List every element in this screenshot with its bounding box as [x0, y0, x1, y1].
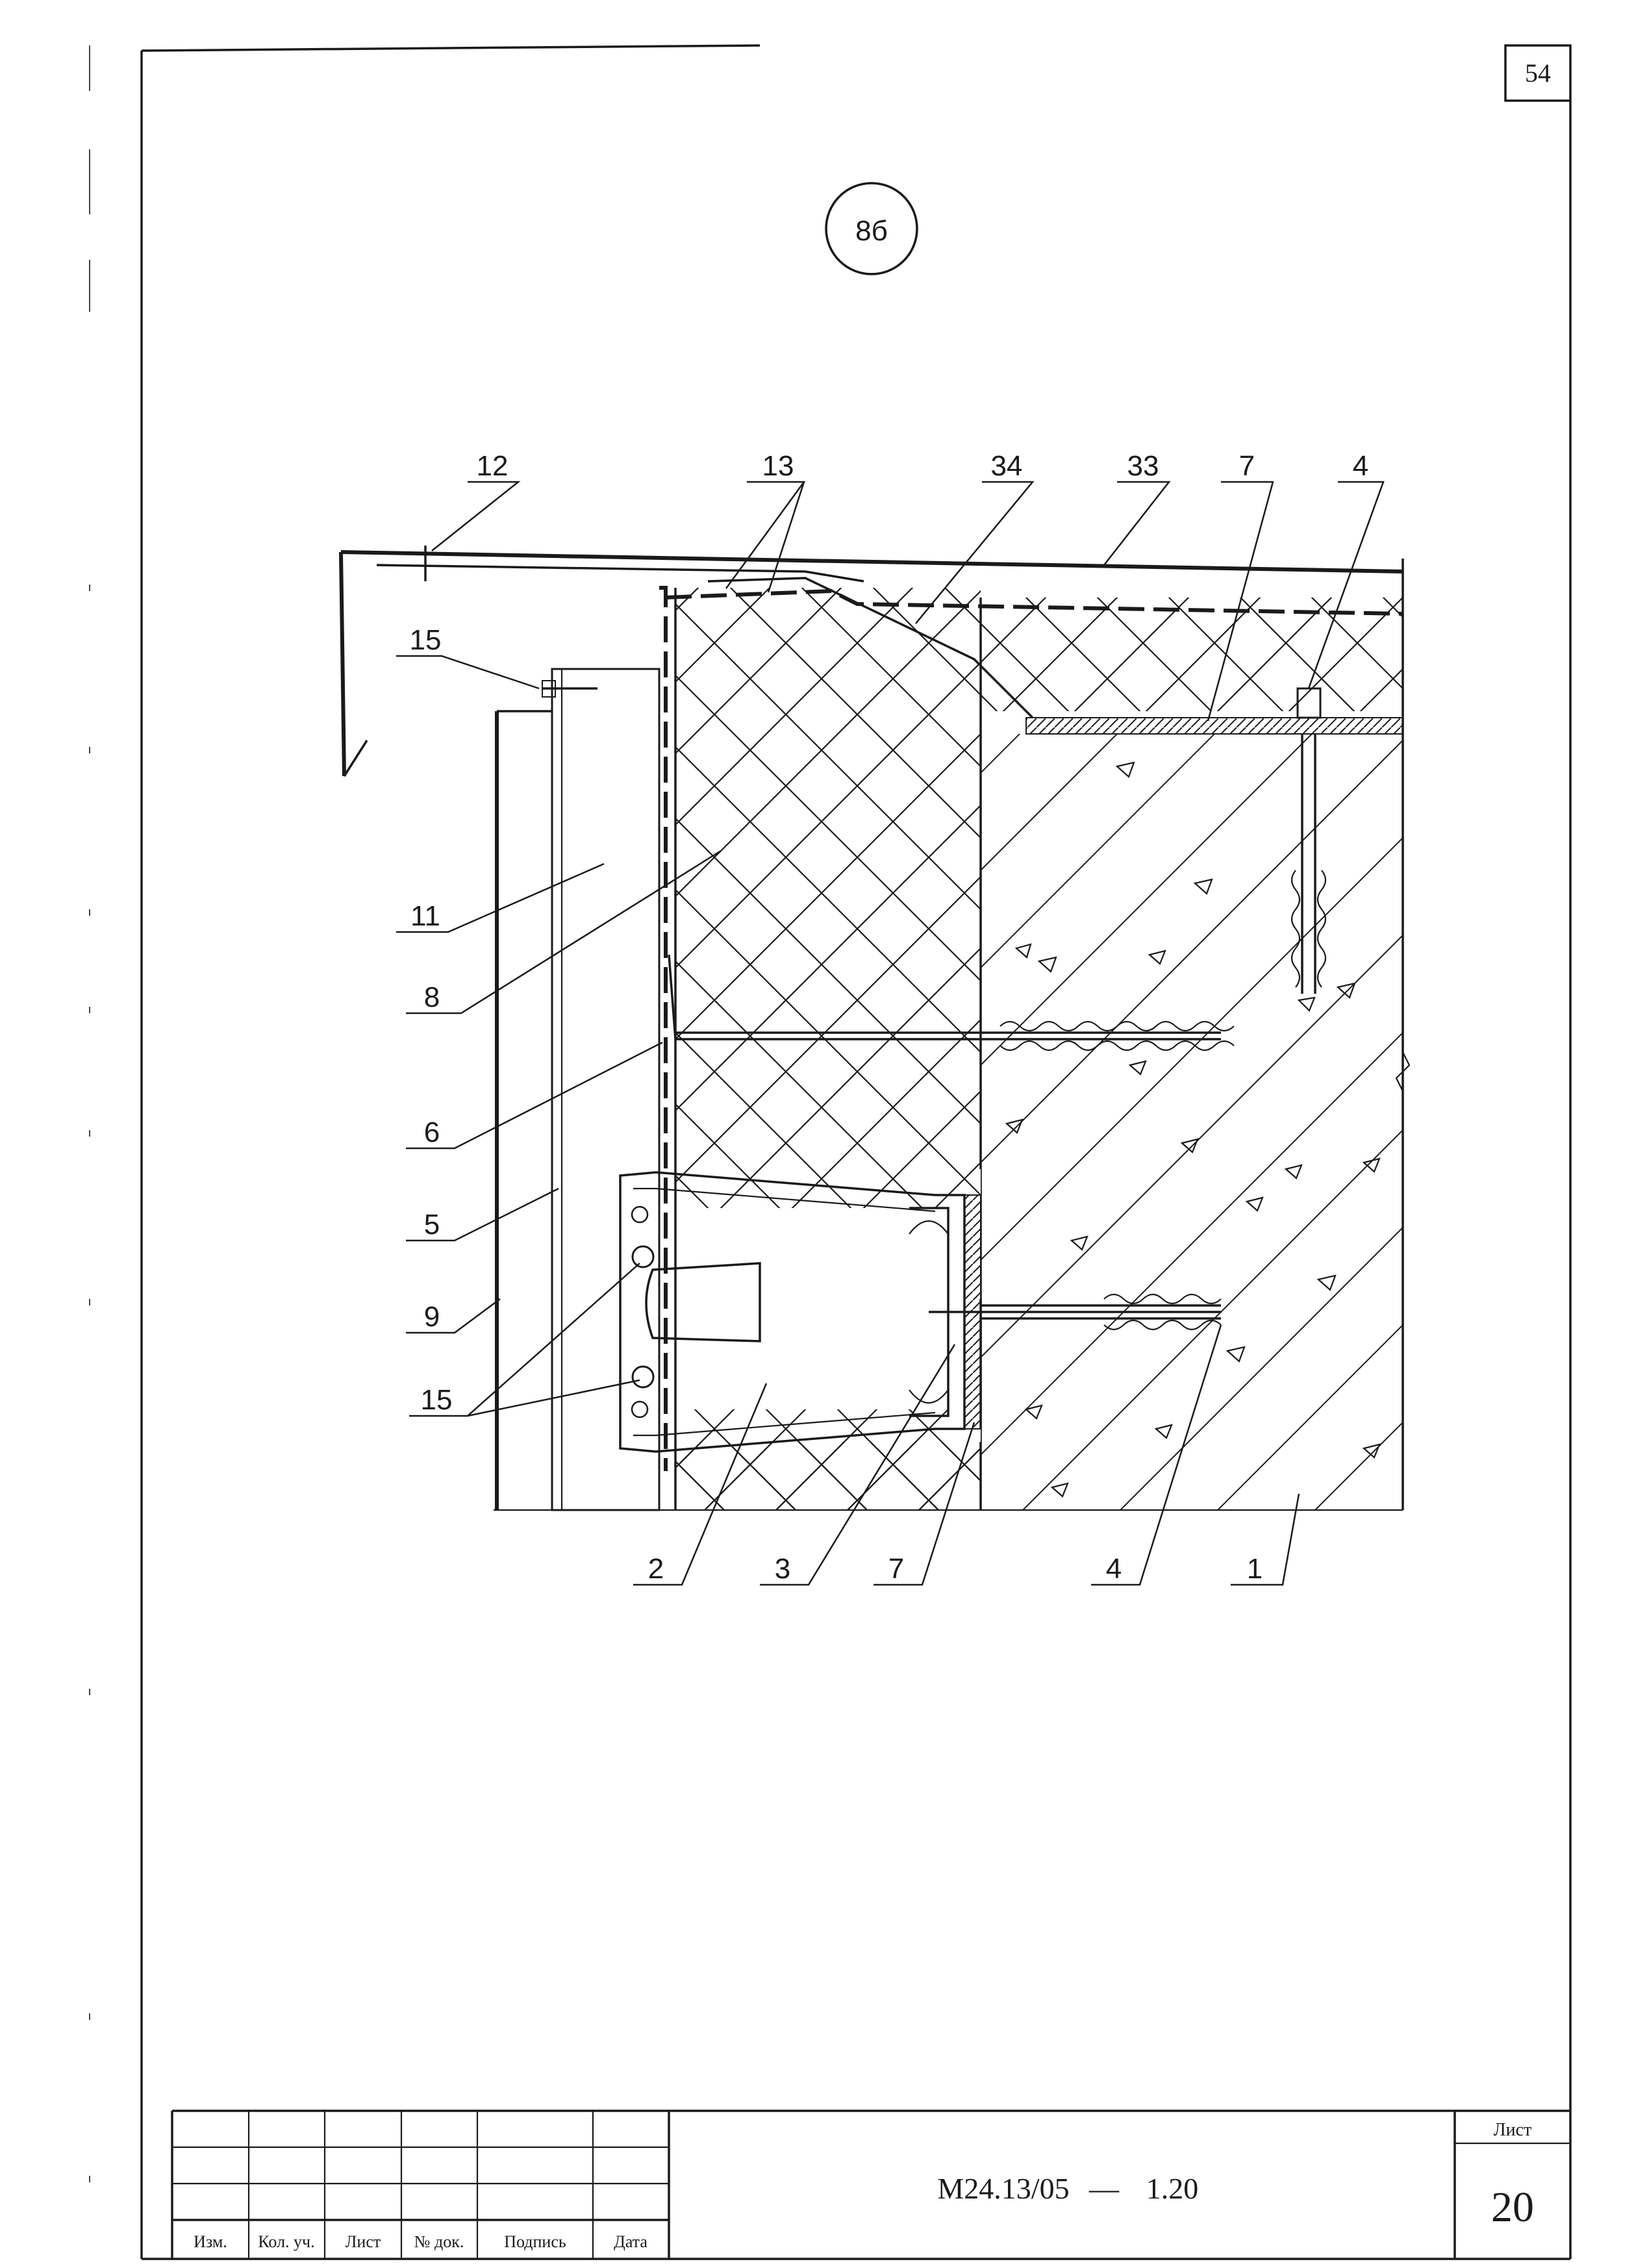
insulation-block-top: [981, 598, 1403, 711]
callout-4-top: 4: [1353, 450, 1368, 482]
sheet-frame: 54: [89, 44, 1572, 2260]
callout-15-bottom: 15: [421, 1384, 453, 1416]
col-kol-uch: Кол. уч.: [258, 2232, 314, 2251]
col-doc-number: № док.: [414, 2232, 464, 2251]
callout-15-top: 15: [410, 624, 442, 656]
callout-33: 33: [1127, 450, 1159, 482]
callout-7-top: 7: [1239, 450, 1255, 482]
callout-4-bottom: 4: [1106, 1553, 1122, 1585]
callout-11: 11: [410, 900, 440, 932]
col-date: Дата: [614, 2232, 647, 2251]
callout-8: 8: [424, 981, 440, 1013]
callout-9: 9: [424, 1301, 440, 1333]
callout-13: 13: [762, 450, 794, 482]
document-subcode: 1.20: [1146, 2172, 1199, 2205]
cladding-panel-11: [551, 668, 660, 1511]
callouts: [396, 481, 1385, 1586]
title-block: Изм. Кол. уч. Лист № док. Подпись Дата М…: [171, 2110, 1570, 2259]
document-code: М24.13/05: [937, 2172, 1069, 2205]
callout-labels: 12 13 34 33 7 4 15 11 8 6 5 9 15 2 3 7 4…: [410, 450, 1369, 1585]
callout-1: 1: [1247, 1553, 1263, 1585]
detail-mark-label: 8б: [855, 215, 888, 247]
steel-strip-top: [1025, 717, 1403, 735]
dowel-6: [668, 954, 1235, 1052]
concrete-aggregate: [1005, 761, 1381, 1498]
callout-3: 3: [775, 1553, 790, 1585]
col-izm: Изм.: [194, 2232, 227, 2251]
col-list: Лист: [346, 2232, 381, 2251]
screw-12: [416, 546, 435, 581]
callout-2: 2: [648, 1553, 664, 1585]
callout-34: 34: [991, 450, 1023, 482]
callout-6: 6: [424, 1116, 440, 1148]
sheet-number: 20: [1491, 2184, 1534, 2231]
callout-5: 5: [424, 1209, 440, 1241]
top-page-number: 54: [1525, 58, 1551, 88]
callout-7-bottom: 7: [888, 1553, 904, 1585]
bracket-2: [619, 1171, 1222, 1453]
document-dash: —: [1088, 2172, 1120, 2205]
dowel-4-top: [1290, 687, 1327, 994]
detail-mark: 8б: [825, 182, 918, 275]
concrete-wall: [981, 734, 1403, 1510]
col-signature: Подпись: [504, 2232, 566, 2251]
sheet-label: Лист: [1494, 2120, 1532, 2140]
section-drawing: [339, 546, 1411, 1511]
screw-15-top: [542, 680, 597, 698]
callout-12: 12: [477, 450, 509, 482]
